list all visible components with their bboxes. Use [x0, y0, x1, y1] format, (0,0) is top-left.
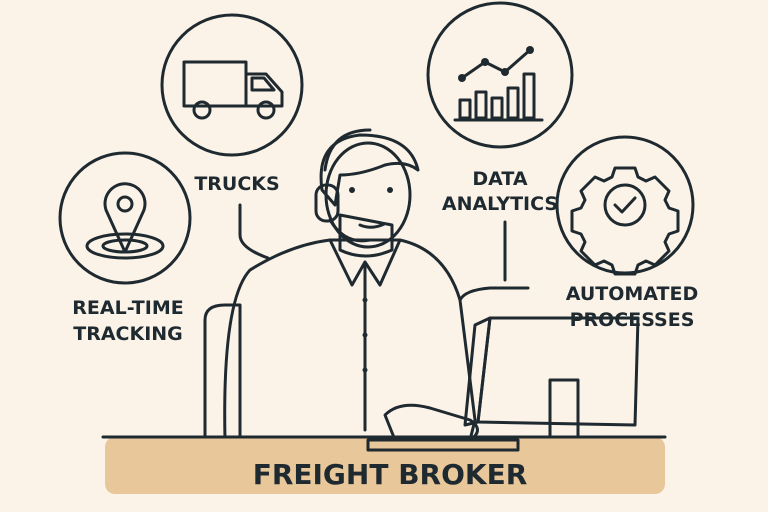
analytics-connector — [458, 220, 530, 302]
freight-broker-title: FREIGHT BROKER — [253, 458, 528, 491]
headset-icon — [314, 183, 340, 223]
gear-check-icon — [570, 166, 680, 276]
analytics-label-line2: ANALYTICS — [442, 193, 558, 215]
automation-label-line2: PROCESSES — [570, 309, 695, 331]
location-pin-icon — [85, 182, 165, 260]
analytics-label-line1: DATA — [472, 168, 527, 190]
keyboard — [366, 438, 520, 452]
trucks-badge: TRUCKS — [160, 13, 304, 260]
tracking-badge: REAL-TIME TRACKING — [58, 151, 192, 345]
chair — [203, 303, 242, 442]
truck-icon — [182, 60, 284, 120]
chart-icon — [453, 46, 544, 122]
shirt — [223, 238, 477, 442]
analytics-badge: DATA ANALYTICS — [426, 1, 574, 302]
broker-person — [203, 128, 479, 442]
hands — [383, 403, 479, 442]
tracking-label-line1: REAL-TIME — [72, 297, 183, 319]
trucks-connector — [238, 203, 270, 260]
automation-label-line1: AUTOMATED — [566, 283, 699, 305]
trucks-label: TRUCKS — [194, 173, 279, 195]
automation-badge: AUTOMATED PROCESSES — [555, 135, 699, 331]
headset-band — [323, 128, 372, 172]
tracking-label-line2: TRACKING — [73, 323, 183, 345]
desk: FREIGHT BROKER — [101, 435, 667, 494]
